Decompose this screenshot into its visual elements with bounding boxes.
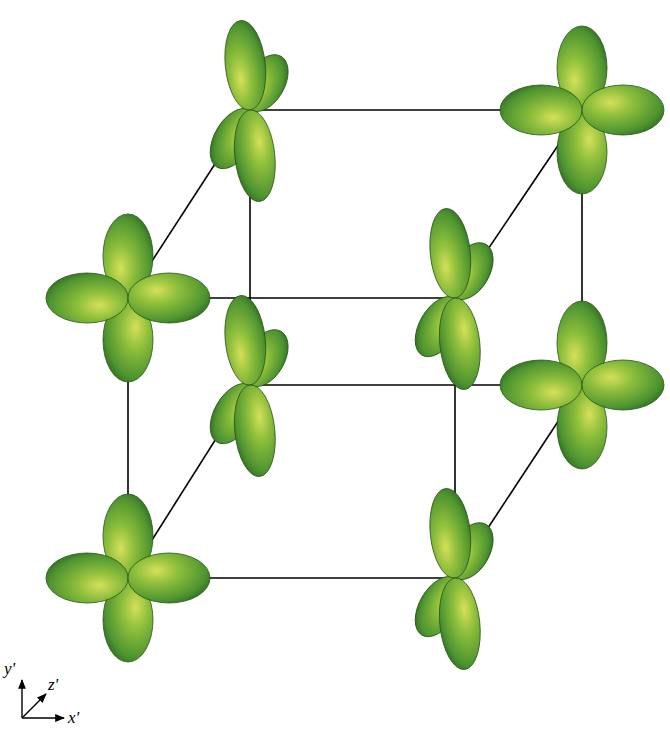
orbital-lobe	[435, 296, 484, 392]
d-orbital	[46, 494, 210, 662]
orbital-lobe	[46, 553, 128, 603]
orbital-lobe	[230, 383, 279, 479]
d-orbital	[406, 206, 503, 391]
axis-label: x'	[68, 709, 79, 726]
cube-edges	[128, 110, 582, 578]
d-orbital	[500, 301, 664, 469]
d-orbital	[201, 18, 298, 203]
orbital-lobe	[230, 108, 279, 204]
d-orbital	[46, 214, 210, 382]
orbital-lobe	[426, 486, 475, 580]
orbital-lobe	[582, 360, 664, 410]
orbital-lobe	[426, 206, 475, 300]
orbital-lobe	[128, 273, 210, 323]
orbital-lobe	[500, 85, 582, 135]
orbital-lobe	[128, 553, 210, 603]
axis-label: y'	[4, 660, 15, 677]
d-orbital	[201, 293, 298, 478]
orbital-lobes	[46, 18, 664, 671]
d-orbital	[500, 26, 664, 194]
orbital-lobe	[221, 18, 270, 112]
orbital-lobe	[582, 85, 664, 135]
orbital-lobe	[500, 360, 582, 410]
orbital-lobe	[435, 576, 484, 672]
orbital-lobe	[46, 273, 128, 323]
orbital-lobe	[221, 293, 270, 387]
d-orbital	[406, 486, 503, 671]
axis-label: z'	[48, 676, 58, 693]
